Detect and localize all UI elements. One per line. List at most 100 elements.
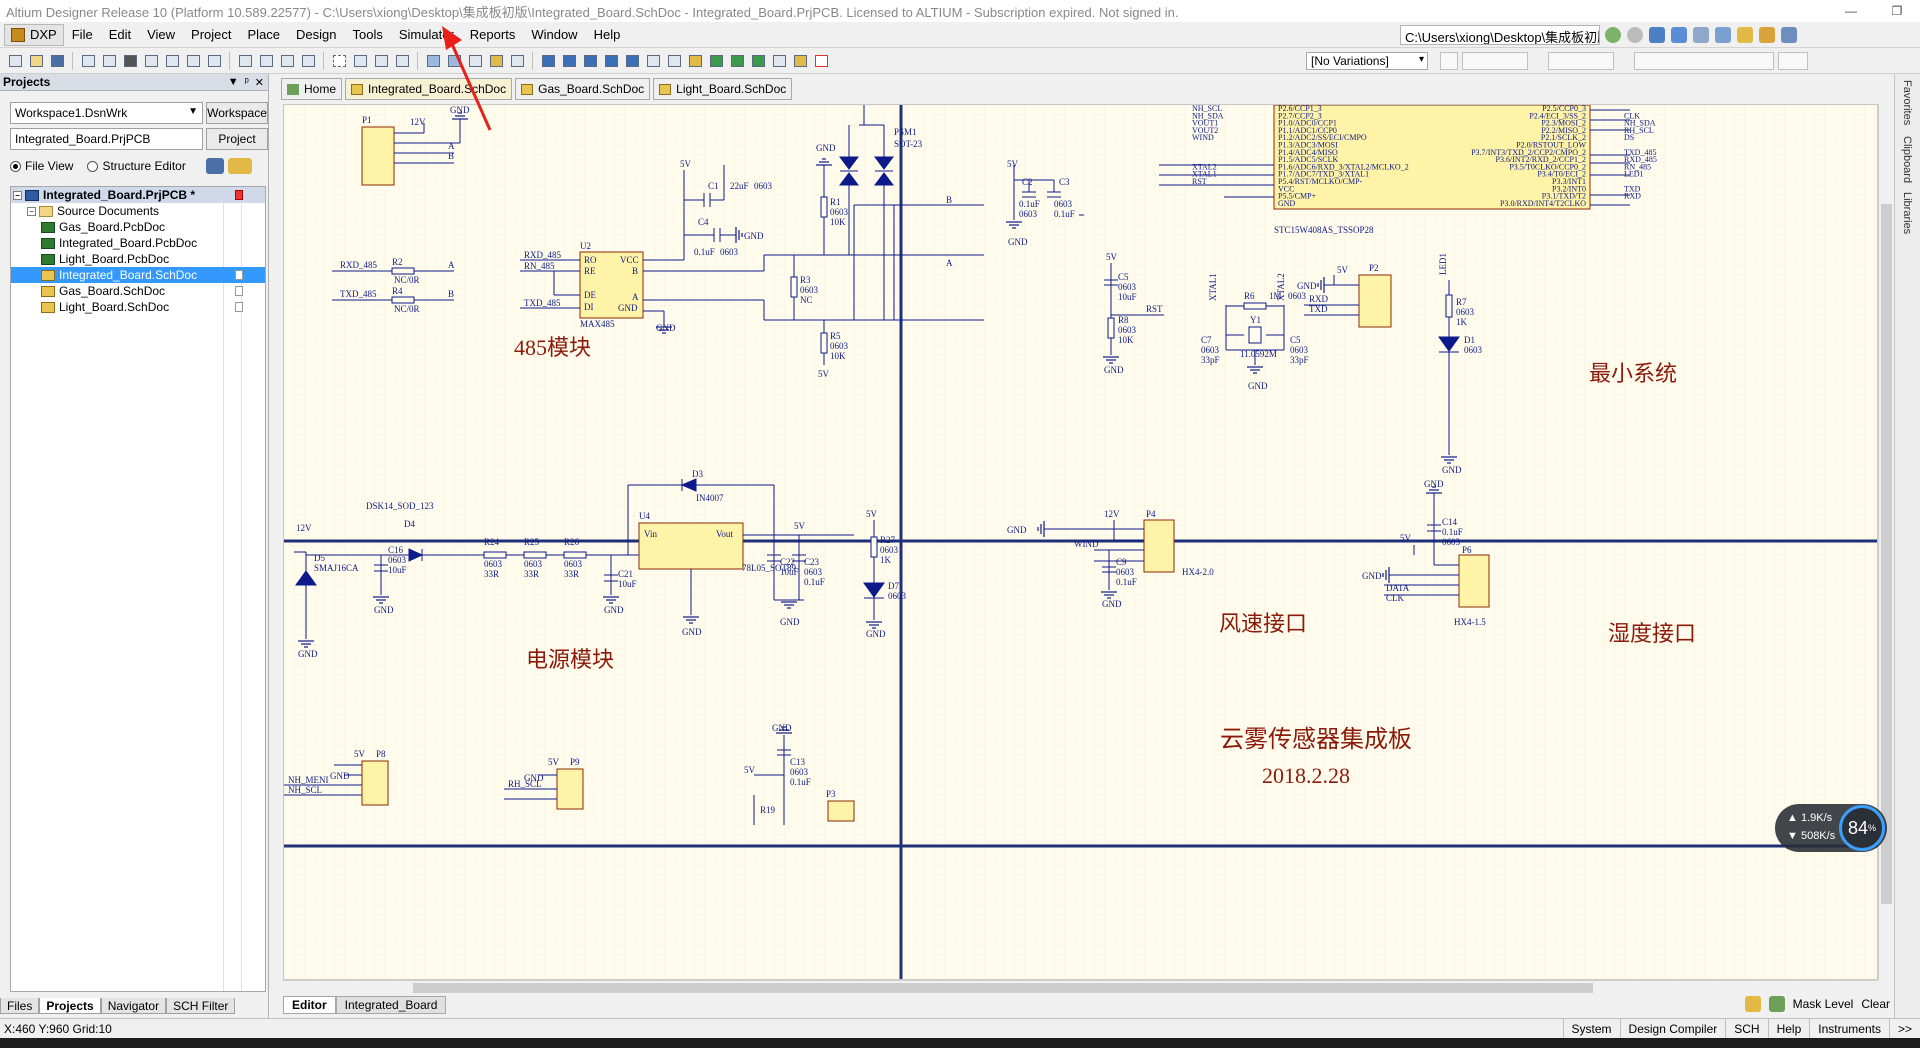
tab-editor[interactable]: Editor xyxy=(283,996,336,1014)
pin-icon[interactable] xyxy=(1737,27,1753,43)
toolbar-combo-2[interactable] xyxy=(1548,52,1614,70)
tab-clipboard[interactable]: Clipboard xyxy=(1901,136,1913,184)
mask-brush-icon[interactable] xyxy=(1744,996,1761,1012)
gnd-port-icon[interactable] xyxy=(644,52,662,70)
place-part-icon[interactable] xyxy=(686,52,704,70)
variant-manager-icon[interactable] xyxy=(1440,52,1458,70)
tree-item-sch[interactable]: Gas_Board.SchDoc xyxy=(11,283,265,299)
toolbar-combo-3[interactable] xyxy=(1634,52,1774,70)
menu-edit[interactable]: Edit xyxy=(108,27,132,42)
status-instruments-button[interactable]: Instruments xyxy=(1809,1018,1889,1039)
doc-tab-light-board[interactable]: Light_Board.SchDoc xyxy=(653,78,793,100)
place-bus-icon[interactable] xyxy=(560,52,578,70)
collapse-toggle-icon[interactable]: − xyxy=(13,190,22,200)
no-erc-icon[interactable] xyxy=(812,52,830,70)
status-design-compiler-button[interactable]: Design Compiler xyxy=(1619,1018,1726,1039)
horizontal-scroll-thumb[interactable] xyxy=(413,983,1593,993)
vcc-port-icon[interactable] xyxy=(665,52,683,70)
cut-icon[interactable] xyxy=(236,52,254,70)
doc-tab-gas-board[interactable]: Gas_Board.SchDoc xyxy=(515,78,651,100)
clear-button[interactable]: Clear xyxy=(1861,997,1890,1011)
place-signal-harness-icon[interactable] xyxy=(581,52,599,70)
cross-probe-icon[interactable] xyxy=(487,52,505,70)
wire-icon[interactable] xyxy=(1781,27,1797,43)
hierarchy-icon[interactable] xyxy=(466,52,484,70)
restore-button[interactable]: ❐ xyxy=(1891,4,1903,18)
tab-sch-filter[interactable]: SCH Filter xyxy=(166,998,236,1014)
rubber-stamp-icon[interactable] xyxy=(299,52,317,70)
menu-view[interactable]: View xyxy=(147,27,176,42)
schematic-canvas[interactable]: P1 12V GND A B RXD_485 TXD_485 R2 R4 NC/… xyxy=(283,104,1878,980)
document-path-box[interactable]: C:\Users\xiong\Desktop\集成板初版 xyxy=(1400,25,1600,45)
tab-integrated-board[interactable]: Integrated_Board xyxy=(335,996,447,1014)
menu-reports[interactable]: Reports xyxy=(469,27,516,42)
clear-filter-icon[interactable] xyxy=(393,52,411,70)
workspace-options-icon[interactable] xyxy=(205,158,224,174)
tab-libraries[interactable]: Libraries xyxy=(1901,192,1913,235)
memory-usage-ring[interactable]: 84% xyxy=(1839,805,1885,851)
chart-icon[interactable] xyxy=(1671,27,1687,43)
project-field[interactable]: Integrated_Board.PrjPCB xyxy=(10,128,203,150)
minimize-button[interactable]: — xyxy=(1845,4,1857,18)
place-bus-entry-icon[interactable] xyxy=(602,52,620,70)
project-options-icon[interactable] xyxy=(227,158,252,174)
place-device-sheet-icon[interactable] xyxy=(749,52,767,70)
toolbar-combo-1[interactable] xyxy=(1462,52,1528,70)
select-area-icon[interactable] xyxy=(330,52,348,70)
browse-component-icon[interactable] xyxy=(508,52,526,70)
menu-design[interactable]: Design xyxy=(296,27,337,42)
mask-level-button[interactable]: Mask Level xyxy=(1792,997,1854,1011)
menu-window[interactable]: Window xyxy=(531,27,578,42)
menu-tools[interactable]: Tools xyxy=(352,27,383,42)
place-sheet-entry-icon[interactable] xyxy=(728,52,746,70)
deselect-icon[interactable] xyxy=(372,52,390,70)
print-icon[interactable] xyxy=(79,52,97,70)
place-wire-icon[interactable] xyxy=(539,52,557,70)
menu-place[interactable]: Place xyxy=(247,27,281,42)
vertical-scroll-thumb[interactable] xyxy=(1881,204,1892,904)
forward-icon[interactable] xyxy=(1627,27,1643,43)
tree-item-proj[interactable]: −Integrated_Board.PrjPCB * xyxy=(11,187,265,203)
back-icon[interactable] xyxy=(1605,27,1621,43)
tree-item-folder[interactable]: −Source Documents xyxy=(11,203,265,219)
place-sheet-symbol-icon[interactable] xyxy=(707,52,725,70)
status-sch-button[interactable]: SCH xyxy=(1725,1018,1767,1039)
panel-pin-icon[interactable]: ᵖ xyxy=(244,75,249,88)
dxp-menu-button[interactable]: DXP xyxy=(4,23,64,46)
tab-projects[interactable]: Projects xyxy=(39,998,101,1014)
open-icon[interactable] xyxy=(27,52,45,70)
layers-icon[interactable] xyxy=(1693,27,1709,43)
menu-file[interactable]: File xyxy=(71,27,93,42)
place-net-label-icon[interactable] xyxy=(623,52,641,70)
zoom-selected-icon[interactable] xyxy=(184,52,202,70)
home-icon[interactable] xyxy=(1649,27,1665,43)
variations-combo[interactable]: [No Variations] xyxy=(1306,52,1428,70)
project-button[interactable]: Project xyxy=(206,128,268,150)
status-more-button[interactable]: >> xyxy=(1888,1018,1920,1039)
menu-help[interactable]: Help xyxy=(593,27,621,42)
tab-favorites[interactable]: Favorites xyxy=(1901,80,1913,126)
doc-tab-home[interactable]: Home xyxy=(281,78,343,100)
print-preview-icon[interactable] xyxy=(100,52,118,70)
vertical-scrollbar[interactable] xyxy=(1878,104,1894,980)
horizontal-scrollbar[interactable] xyxy=(283,980,1878,994)
tree-item-pcb[interactable]: Light_Board.PcbDoc xyxy=(11,251,265,267)
workspace-button[interactable]: Workspace xyxy=(206,102,268,124)
panel-menu-icon[interactable]: ▼ xyxy=(227,75,239,88)
panel-close-icon[interactable]: ✕ xyxy=(254,76,264,89)
tab-files[interactable]: Files xyxy=(0,998,40,1014)
status-system-button[interactable]: System xyxy=(1562,1018,1620,1039)
save-icon[interactable] xyxy=(48,52,66,70)
workspace-combo[interactable]: Workspace1.DsnWrk▼ xyxy=(10,102,203,124)
arrow-down-icon[interactable] xyxy=(1715,27,1731,43)
paste-icon[interactable] xyxy=(278,52,296,70)
tree-item-pcb[interactable]: Gas_Board.PcbDoc xyxy=(11,219,265,235)
copy-icon[interactable] xyxy=(257,52,275,70)
zoom-area-icon[interactable] xyxy=(163,52,181,70)
undo-icon[interactable] xyxy=(424,52,442,70)
tree-item-pcb[interactable]: Integrated_Board.PcbDoc xyxy=(11,235,265,251)
tab-navigator[interactable]: Navigator xyxy=(100,998,167,1014)
new-icon[interactable] xyxy=(6,52,24,70)
place-port-icon[interactable] xyxy=(791,52,809,70)
collapse-toggle-icon[interactable]: − xyxy=(27,206,36,216)
